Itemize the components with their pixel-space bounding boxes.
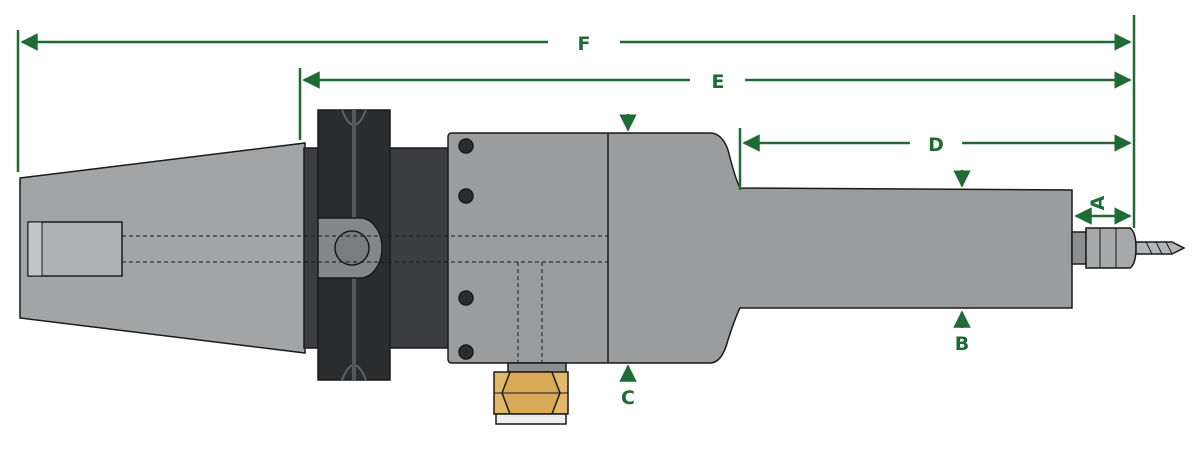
taper-bore xyxy=(27,221,123,277)
dimension-lines xyxy=(16,15,1136,382)
cutting-tool xyxy=(1135,241,1186,255)
drive-pin xyxy=(334,230,370,266)
nut-washer xyxy=(495,413,567,425)
bolt-4 xyxy=(458,344,474,360)
bolt-1 xyxy=(458,138,474,154)
dim-label-f: F xyxy=(578,33,591,55)
bolt-2 xyxy=(458,188,474,204)
dim-label-d: D xyxy=(928,134,944,156)
coolant-channels xyxy=(122,235,608,363)
collet-nut xyxy=(1085,227,1137,269)
bolt-3 xyxy=(458,290,474,306)
head-body xyxy=(447,132,1073,364)
tool-holder-body xyxy=(19,109,1186,425)
dim-label-a: A xyxy=(1087,195,1109,210)
spindle-nose xyxy=(1071,231,1087,265)
taper-shank xyxy=(19,142,306,354)
dim-label-e: E xyxy=(712,71,725,93)
dim-label-c: C xyxy=(621,387,635,409)
dim-label-b: B xyxy=(955,333,969,355)
